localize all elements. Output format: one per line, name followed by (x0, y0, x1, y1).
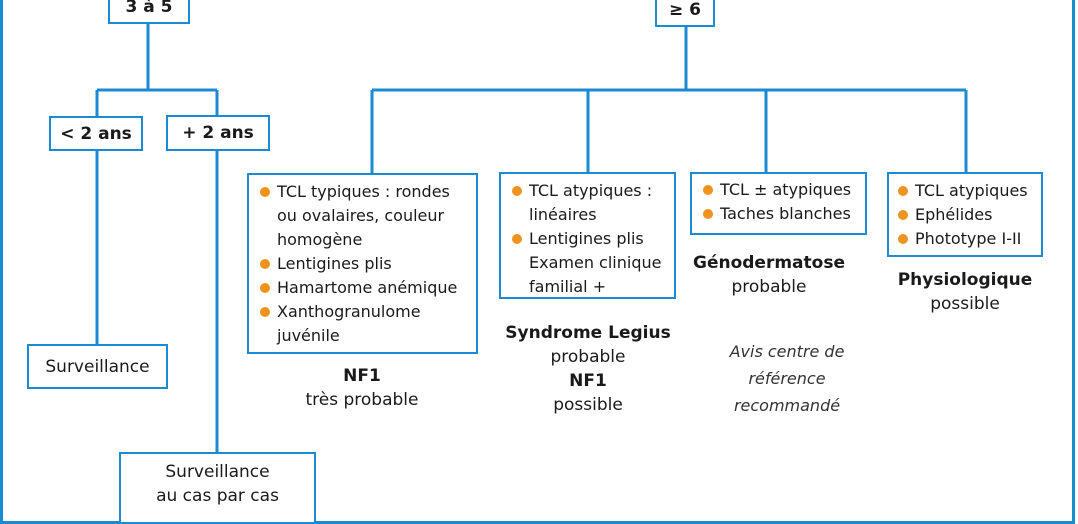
nf1-item-lentigines: Lentigines plis (259, 252, 468, 276)
physiologique-item-phototype: Phototype I-II (897, 227, 1033, 251)
nf1-diagnosis: NF1 (343, 366, 381, 386)
nf1-item-hamartome: Hamartome anémique (259, 276, 468, 300)
genodermatose-item-tcl: TCL ± atypiques (702, 178, 857, 202)
surveillance-label: Surveillance (45, 356, 150, 377)
nf1-likelihood: très probable (305, 390, 419, 410)
legius-likelihood: probable (550, 347, 626, 367)
surveillance-case-box: Surveillance au cas par cas (119, 452, 316, 524)
physiologique-item-tcl: TCL atypiques (897, 179, 1033, 203)
surveillance-case-line2: au cas par cas (156, 486, 279, 506)
legius-likelihood-2: possible (553, 395, 623, 415)
age-over-2-box: + 2 ans (166, 115, 270, 151)
genodermatose-likelihood: probable (731, 277, 807, 297)
age-over-2-label: + 2 ans (182, 123, 254, 143)
genodermatose-item-taches: Taches blanches (702, 202, 857, 226)
age-under-2-box: < 2 ans (49, 116, 143, 151)
count-6-plus-label: ≥ 6 (669, 0, 701, 20)
genodermatose-conclusion: Génodermatose probable (669, 251, 869, 299)
physiologique-likelihood: possible (930, 294, 1000, 314)
count-6-plus-box: ≥ 6 (655, 0, 715, 27)
legius-diagnosis: Syndrome Legius (505, 323, 671, 343)
legius-diagnosis-2: NF1 (569, 371, 607, 391)
physiologique-diagnosis: Physiologique (897, 270, 1033, 290)
surveillance-box: Surveillance (27, 344, 168, 389)
physiologique-criteria-box: TCL atypiques Ephélides Phototype I-II (887, 172, 1043, 257)
count-3-5-label: 3 à 5 (125, 0, 173, 17)
count-3-5-box: 3 à 5 (108, 0, 190, 24)
physiologique-item-ephelides: Ephélides (897, 203, 1033, 227)
genodermatose-diagnosis: Génodermatose (693, 253, 845, 273)
legius-conclusion: Syndrome Legius probable NF1 possible (488, 321, 688, 417)
age-under-2-label: < 2 ans (60, 123, 132, 144)
physiologique-conclusion: Physiologique possible (865, 268, 1065, 316)
nf1-conclusion: NF1 très probable (262, 364, 462, 412)
surveillance-case-line1: Surveillance (165, 462, 270, 482)
genodermatose-criteria-box: TCL ± atypiques Taches blanches (690, 172, 867, 235)
legius-criteria-box: TCL atypiques :linéaires Lentigines plis… (499, 172, 676, 299)
legius-item-tcl: TCL atypiques :linéaires (511, 179, 666, 227)
referral-note: Avis centre de référence recommandé (729, 342, 845, 415)
